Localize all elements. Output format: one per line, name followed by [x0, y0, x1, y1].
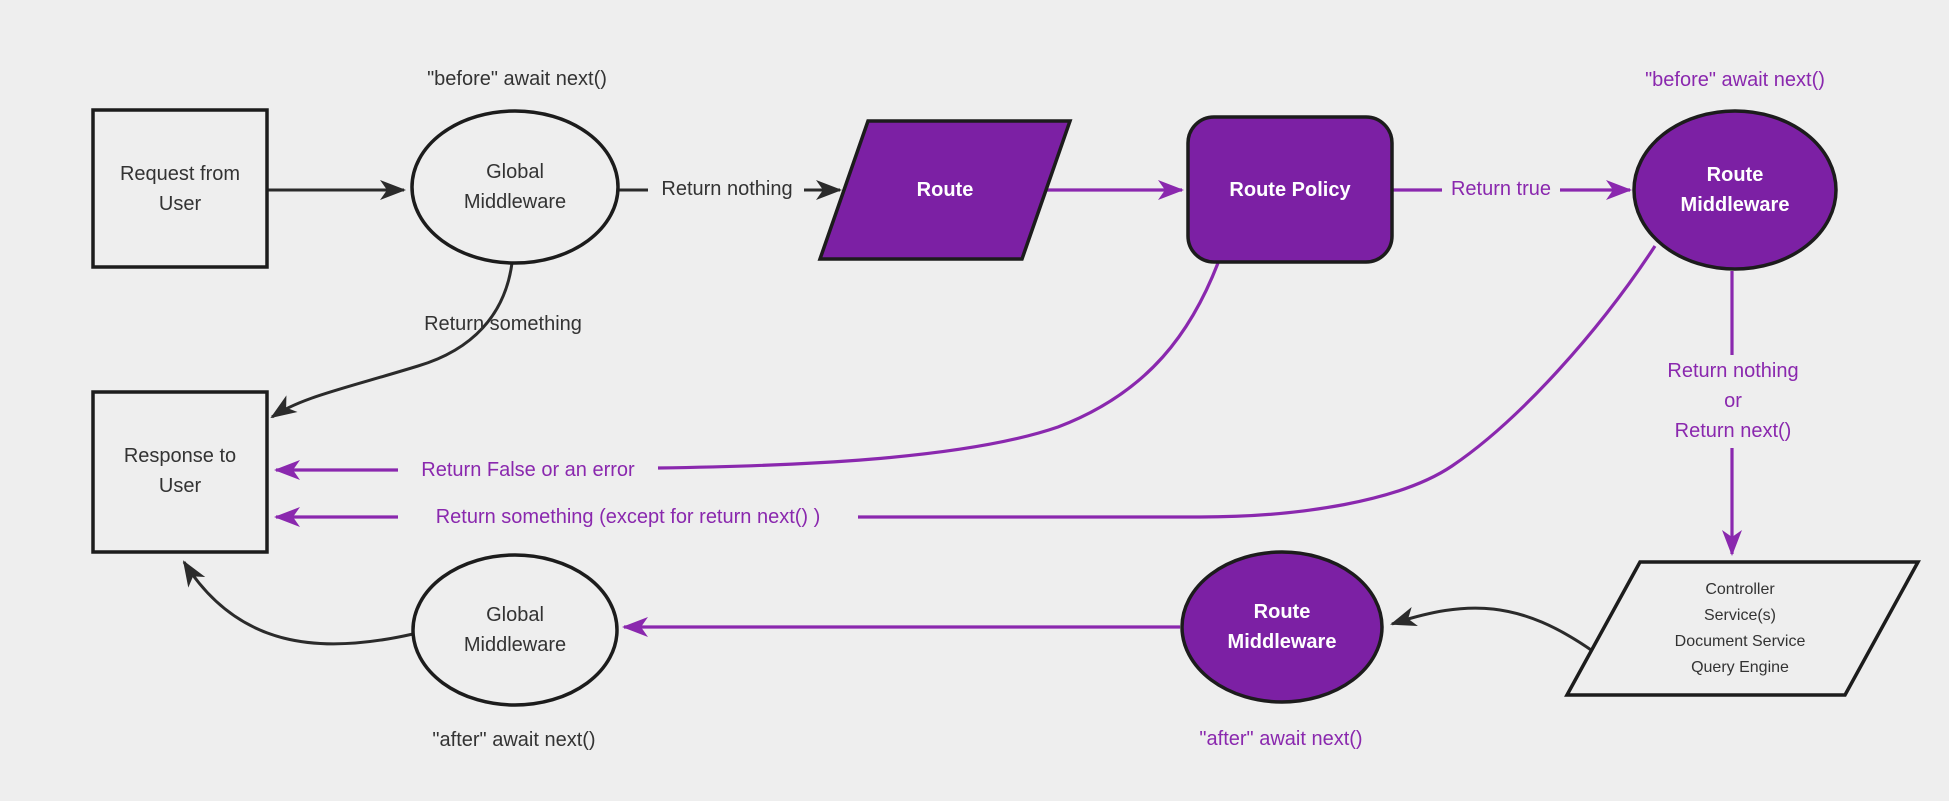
label-route-middleware-top: Route Middleware	[1680, 164, 1790, 216]
edge-label-return-false-or-error: Return False or an error	[421, 459, 635, 481]
note-before-await-next-route: "before" await next()	[1645, 69, 1825, 91]
label-global-middleware-top: Global Middleware	[463, 161, 567, 213]
label-response-to-user: Response to User	[123, 445, 237, 497]
edge-label-return-nothing-or-next: Return nothing or Return next()	[1667, 360, 1799, 442]
label-controller-stack: Controller Service(s) Document Service Q…	[1674, 581, 1806, 676]
edge-label-return-nothing: Return nothing	[661, 178, 793, 200]
label-global-middleware-bottom: Global Middleware	[463, 604, 567, 656]
node-global-middleware-bottom	[411, 553, 619, 707]
label-request-from-user: Request from User	[119, 163, 241, 215]
note-after-await-next-global: "after" await next()	[432, 729, 596, 751]
node-controller-stack	[1564, 560, 1921, 697]
node-request-from-user	[91, 108, 269, 269]
edge-global-return-something-to-response	[270, 262, 514, 419]
note-after-await-next-route: "after" await next()	[1199, 728, 1363, 750]
node-response-to-user	[91, 390, 269, 554]
edge-global-bottom-to-response	[182, 560, 414, 646]
node-global-middleware-top	[410, 109, 620, 265]
label-route: Route	[916, 179, 974, 201]
node-route-middleware-top	[1632, 109, 1838, 271]
edge-label-return-something: Return something	[424, 313, 582, 335]
node-route-middleware-bottom	[1180, 550, 1384, 704]
edge-label-return-true: Return true	[1450, 178, 1552, 200]
label-route-middleware-bottom: Route Middleware	[1227, 601, 1337, 653]
note-before-await-next-global: "before" await next()	[427, 68, 607, 90]
edge-controller-to-route-middleware-bottom	[1390, 606, 1595, 654]
edge-label-return-something-except: Return something (except for return next…	[435, 506, 821, 528]
edge-route-middleware-return-something-curve	[858, 245, 1657, 519]
node-route-policy	[1186, 115, 1394, 264]
label-route-policy: Route Policy	[1229, 179, 1351, 201]
edge-route-policy-return-false-curve	[657, 262, 1220, 470]
node-route	[817, 119, 1073, 261]
